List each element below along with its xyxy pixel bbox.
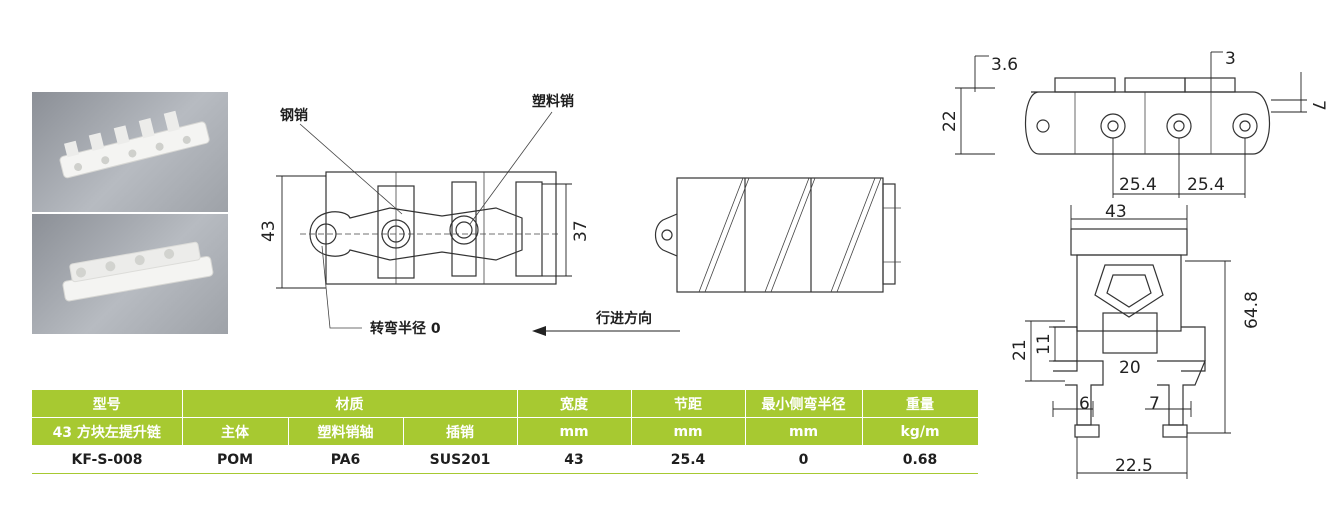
header-pin-shaft: 塑料销轴 bbox=[288, 417, 404, 446]
dim-top-43: 43 bbox=[1105, 202, 1127, 222]
arrow-left-icon bbox=[532, 326, 546, 336]
label-plastic-pin: 塑料销 bbox=[532, 93, 574, 110]
label-steel-pin: 钢销 bbox=[280, 107, 308, 124]
cell-pitch: 25.4 bbox=[631, 445, 746, 474]
product-photo-top bbox=[32, 92, 228, 212]
header-body: 主体 bbox=[182, 417, 289, 446]
dim-6: 6 bbox=[1079, 394, 1090, 414]
cell-width: 43 bbox=[517, 445, 632, 474]
direction-indicator: 行进方向 bbox=[532, 310, 680, 336]
table-header-row-2: 43 方块左提升链 主体 塑料销轴 插销 mm mm mm kg/m bbox=[32, 417, 979, 446]
header-pin: 插销 bbox=[403, 417, 518, 446]
dim-3-6: 3.6 bbox=[991, 55, 1018, 75]
label-direction: 行进方向 bbox=[595, 310, 652, 327]
cell-weight: 0.68 bbox=[862, 445, 979, 474]
header-width: 宽度 bbox=[517, 390, 632, 418]
spec-table: 型号 材质 宽度 节距 最小侧弯半径 重量 43 方块左提升链 主体 塑料销轴 … bbox=[32, 390, 979, 474]
side-view-drawing bbox=[654, 177, 901, 293]
header-unit-radius: mm bbox=[745, 417, 863, 446]
dim-43: 43 bbox=[259, 220, 279, 242]
header-weight: 重量 bbox=[862, 390, 979, 418]
header-product-name: 43 方块左提升链 bbox=[32, 417, 183, 446]
dim-7-bottom: 7 bbox=[1149, 394, 1160, 414]
cell-radius: 0 bbox=[745, 445, 863, 474]
cross-section-drawing: 43 64.8 21 11 20 6 7 22.5 bbox=[1010, 202, 1262, 479]
dim-22: 22 bbox=[940, 110, 960, 132]
header-radius: 最小侧弯半径 bbox=[745, 390, 863, 418]
table-row: KF-S-008 POM PA6 SUS201 43 25.4 0 0.68 bbox=[32, 445, 979, 474]
dim-3: 3 bbox=[1225, 49, 1236, 69]
dim-pitch-a: 25.4 bbox=[1119, 175, 1157, 195]
cell-body: POM bbox=[182, 445, 288, 474]
chain-photo-illustration bbox=[59, 110, 210, 179]
chain-photo-illustration bbox=[62, 241, 214, 302]
dim-pitch-b: 25.4 bbox=[1187, 175, 1225, 195]
header-unit-width: mm bbox=[517, 417, 632, 446]
dim-21: 21 bbox=[1010, 339, 1030, 361]
profile-drawing: 3.6 3 22 7 25.4 25.4 bbox=[940, 49, 1328, 198]
top-view-drawing: 钢销 塑料销 43 37 转弯半径 0 bbox=[259, 93, 591, 337]
header-material: 材质 bbox=[182, 390, 518, 418]
dim-11: 11 bbox=[1034, 333, 1054, 355]
dim-7: 7 bbox=[1308, 100, 1328, 111]
cell-model: KF-S-008 bbox=[32, 445, 182, 474]
header-unit-pitch: mm bbox=[631, 417, 746, 446]
product-photo-bottom bbox=[32, 214, 228, 334]
header-model: 型号 bbox=[32, 390, 183, 418]
header-unit-weight: kg/m bbox=[862, 417, 979, 446]
dim-22-5: 22.5 bbox=[1115, 456, 1153, 476]
dim-20: 20 bbox=[1119, 358, 1141, 378]
dim-64-8: 64.8 bbox=[1242, 291, 1262, 329]
table-header-row-1: 型号 材质 宽度 节距 最小侧弯半径 重量 bbox=[32, 390, 979, 418]
cell-pin: SUS201 bbox=[403, 445, 518, 474]
cell-pin-shaft: PA6 bbox=[288, 445, 403, 474]
dim-37: 37 bbox=[571, 220, 591, 242]
label-turning-radius: 转弯半径 0 bbox=[370, 320, 441, 337]
header-pitch: 节距 bbox=[631, 390, 746, 418]
